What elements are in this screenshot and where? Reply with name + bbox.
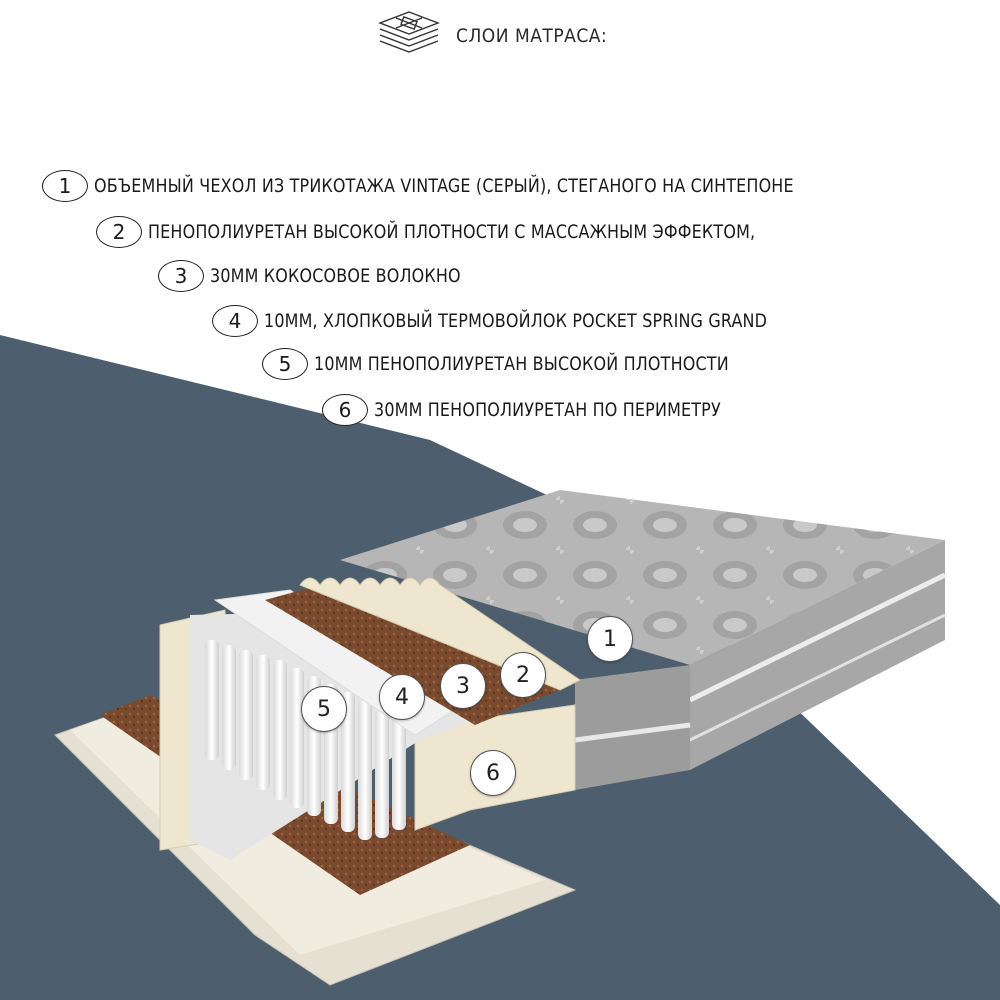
layer-item-3: 3 30ММ КОКОСОВОЕ ВОЛОКНО	[158, 258, 509, 294]
mattress-front-panel	[575, 665, 690, 790]
layer-description: ОБЪЕМНЫЙ ЧЕХОЛ ИЗ ТРИКОТАЖА VINTAGE (СЕР…	[94, 175, 794, 197]
callout-6: 6	[470, 750, 516, 796]
mattress-side-panel	[690, 540, 945, 770]
callout-1: 1	[587, 616, 633, 662]
layer-item-6: 6 30ММ ПЕНОПОЛИУРЕТАН ПО ПЕРИМЕТРУ	[322, 392, 787, 428]
callout-2: 2	[500, 652, 546, 698]
header: СЛОИ МАТРАСА:	[376, 8, 607, 64]
layer-number-badge: 5	[262, 348, 308, 380]
layer-item-5: 5 10ММ ПЕНОПОЛИУРЕТАН ВЫСОКОЙ ПЛОТНОСТИ	[262, 346, 808, 382]
layer-description: 10ММ ПЕНОПОЛИУРЕТАН ВЫСОКОЙ ПЛОТНОСТИ	[314, 353, 729, 375]
layer-description: ПЕНОПОЛИУРЕТАН ВЫСОКОЙ ПЛОТНОСТИ С МАССА…	[148, 221, 756, 243]
layer-item-1: 1 ОБЪЕМНЫЙ ЧЕХОЛ ИЗ ТРИКОТАЖА VINTAGE (С…	[42, 168, 927, 204]
layers-icon	[376, 9, 442, 63]
layer-item-2: 2 ПЕНОПОЛИУРЕТАН ВЫСОКОЙ ПЛОТНОСТИ С МАС…	[96, 214, 871, 250]
mattress-top-cover	[340, 490, 945, 665]
callout-4: 4	[379, 674, 425, 720]
layer-description: 10ММ, ХЛОПКОВЫЙ ТЕРМОВОЙЛОК POCKET SPRIN…	[264, 310, 768, 332]
layer-number-badge: 3	[158, 260, 204, 292]
layer-number-badge: 2	[96, 216, 142, 248]
callout-5: 5	[301, 686, 347, 732]
layer-number-badge: 4	[212, 305, 258, 337]
page-title: СЛОИ МАТРАСА:	[456, 25, 608, 47]
layer-number-badge: 1	[42, 170, 88, 202]
coconut-layer	[265, 585, 560, 725]
layer-number-badge: 6	[322, 394, 368, 426]
callout-3: 3	[440, 663, 486, 709]
layer-item-4: 4 10ММ, ХЛОПКОВЫЙ ТЕРМОВОЙЛОК POCKET SPR…	[212, 303, 863, 339]
layer-description: 30ММ ПЕНОПОЛИУРЕТАН ПО ПЕРИМЕТРУ	[374, 399, 721, 421]
layer-description: 30ММ КОКОСОВОЕ ВОЛОКНО	[210, 265, 461, 287]
